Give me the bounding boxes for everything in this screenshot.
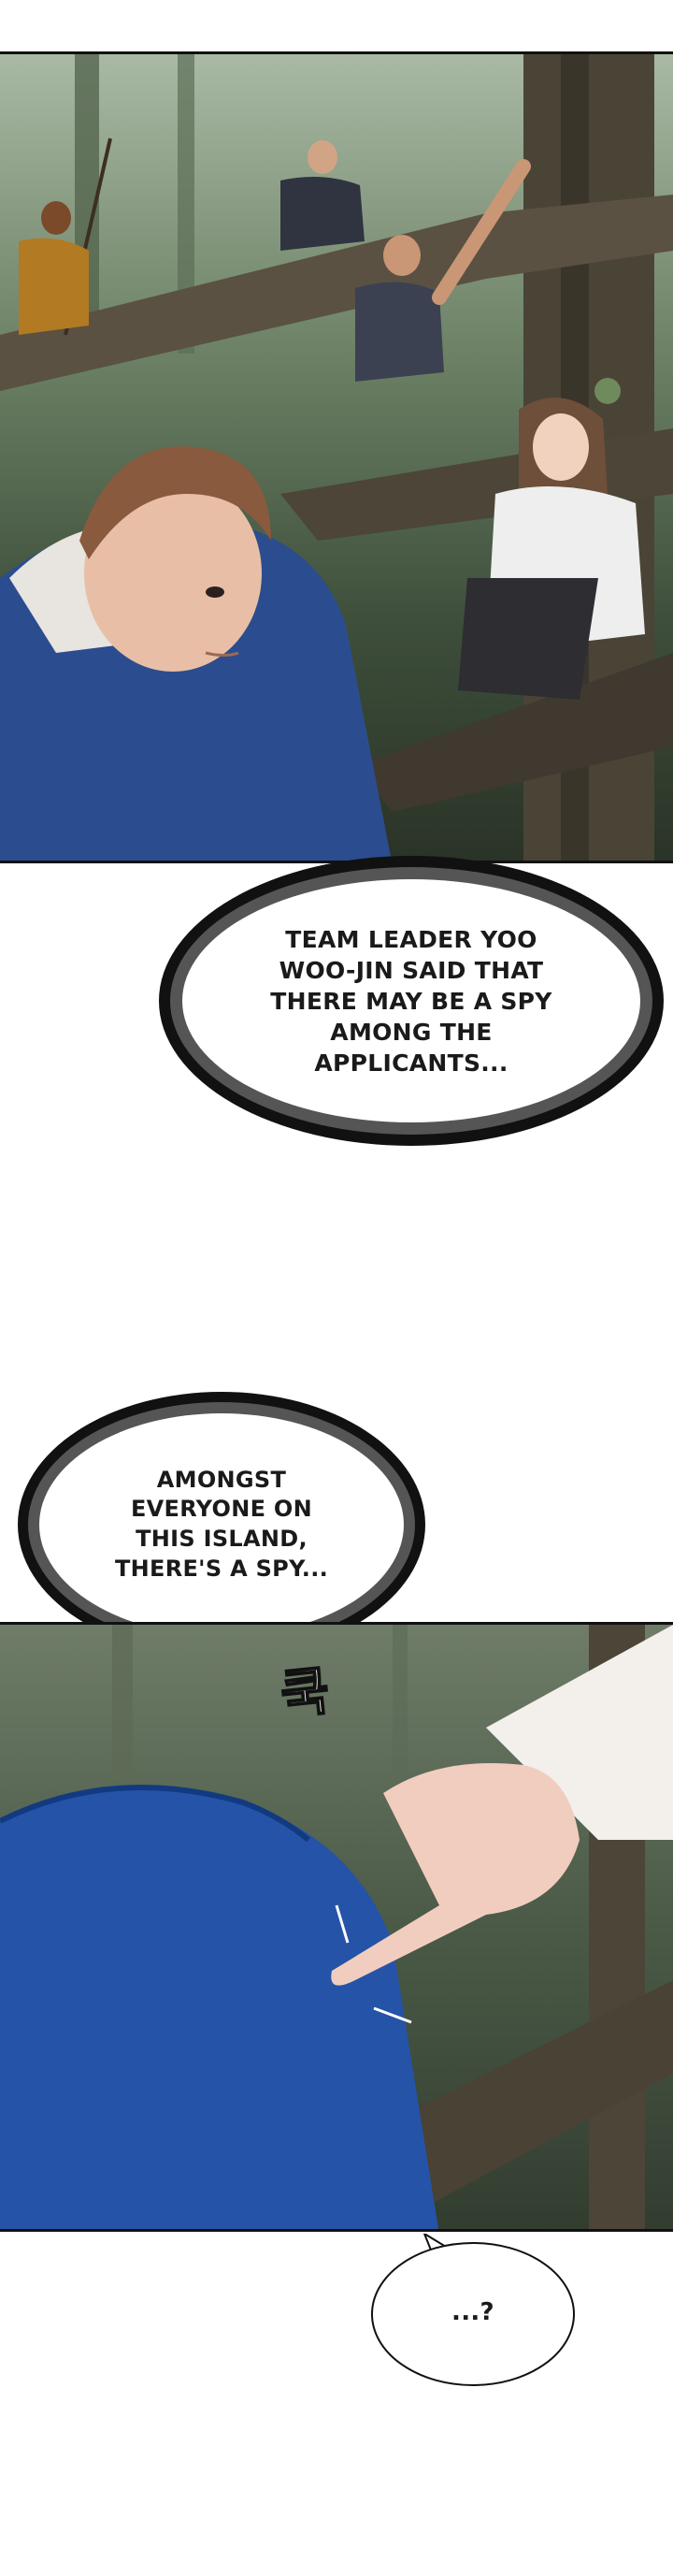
thought-bubble-spy-rumor: TEAM LEADER YOO WOO-JIN SAID THAT THERE … <box>150 847 673 1155</box>
bubble-text: AMONGST EVERYONE ON THIS ISLAND, THERE'S… <box>114 1466 329 1582</box>
speech-bubble-question: ...? <box>366 2234 580 2391</box>
panel-forest-group <box>0 51 673 863</box>
bubble-text: ...? <box>451 2297 494 2326</box>
finger-poke-illustration <box>0 1625 673 2229</box>
sound-effect-poke: 쿡 <box>277 1659 333 1727</box>
panel-finger-poke <box>0 1622 673 2232</box>
spiky-bubble-shape <box>18 1392 425 1657</box>
forest-scene-illustration <box>0 54 673 861</box>
spiky-bubble-shape <box>159 856 664 1146</box>
oval-bubble-shape <box>371 2234 575 2386</box>
thought-bubble-spy-island: AMONGST EVERYONE ON THIS ISLAND, THERE'S… <box>11 1384 432 1665</box>
bubble-text: TEAM LEADER YOO WOO-JIN SAID THAT THERE … <box>270 925 552 1077</box>
